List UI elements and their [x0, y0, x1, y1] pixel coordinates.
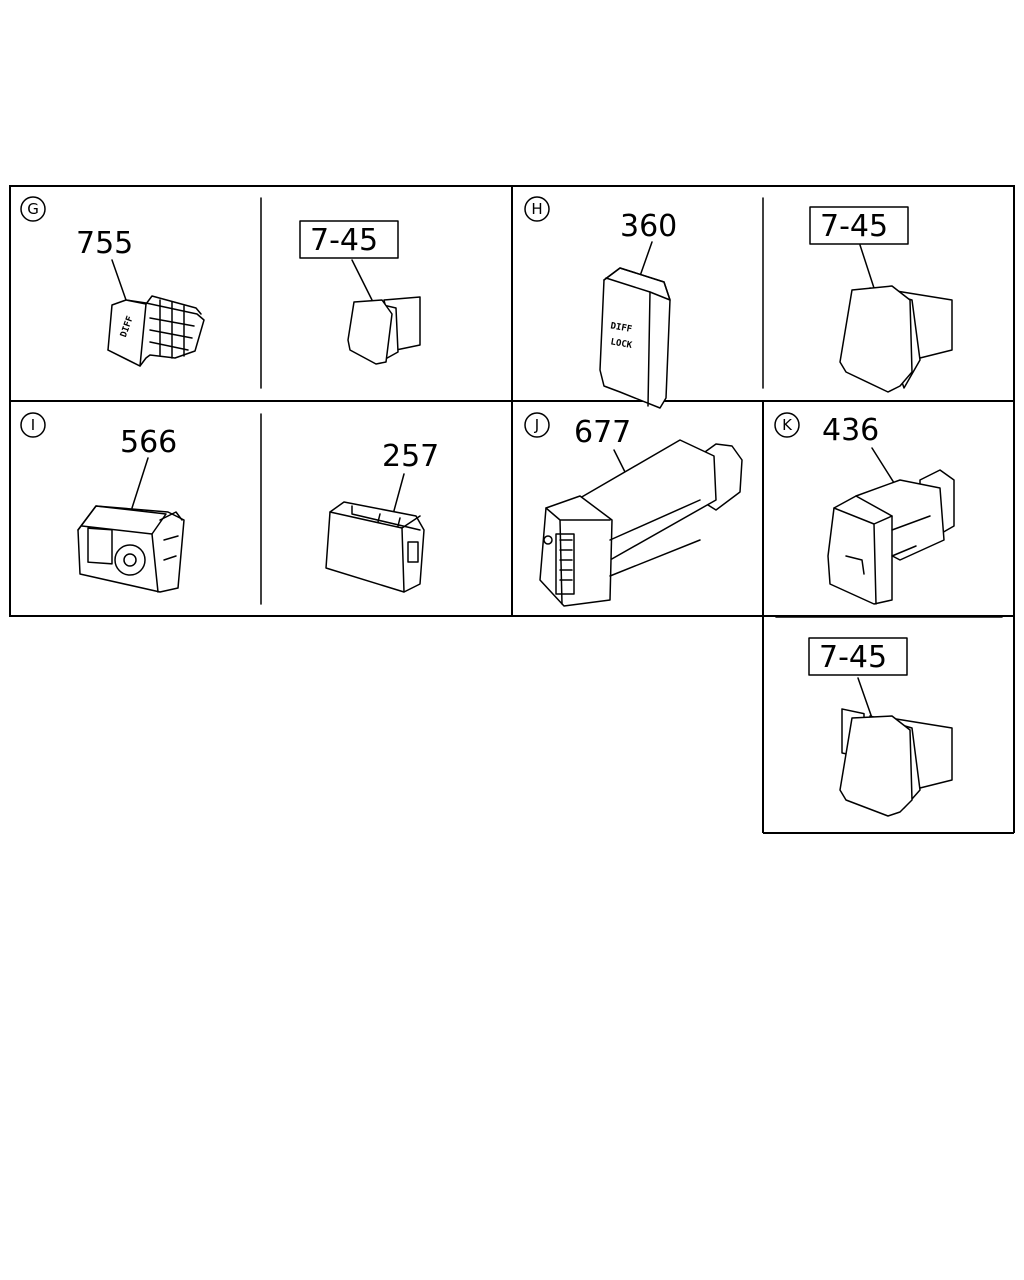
section-letter-i: I [31, 416, 35, 434]
switch-360-text-2: LOCK [610, 337, 634, 351]
section-marker-i [20, 412, 46, 438]
switch-257-drawing [325, 501, 425, 593]
section-marker-h [524, 196, 550, 222]
section-marker-k [774, 412, 800, 438]
part-number-360: 360 [620, 209, 677, 244]
part-number-566: 566 [120, 425, 177, 460]
switch-677-drawing [539, 439, 743, 607]
ref-label-k: 7-45 [819, 640, 887, 675]
button-cap-h-drawing [839, 285, 953, 393]
section-g: G 755 DIFF 7-45 [20, 196, 421, 367]
section-marker-g [20, 196, 46, 222]
ref-box-g [299, 220, 399, 259]
part-number-755: 755 [76, 226, 133, 261]
button-cap-g-drawing [347, 296, 421, 365]
section-letter-h: H [531, 200, 542, 218]
switch-566-drawing [77, 505, 185, 593]
switch-360-text-1: DIFF [610, 321, 633, 335]
section-h: H 360 DIFF LOCK 7-45 [524, 196, 953, 409]
ref-label-h: 7-45 [820, 209, 888, 244]
ref-box-k [808, 637, 908, 676]
part-number-257: 257 [382, 439, 439, 474]
section-letter-k: K [782, 416, 793, 434]
ref-box-h [809, 206, 909, 245]
section-j: J 677 [524, 412, 743, 607]
section-k: K 436 7-45 [774, 412, 955, 817]
diagram-frame [9, 185, 1015, 834]
ref-label-g: 7-45 [310, 223, 378, 258]
section-i: I 566 257 [20, 412, 439, 593]
section-letter-j: J [534, 416, 539, 434]
button-cap-k-drawing [839, 715, 953, 817]
part-number-436: 436 [822, 413, 879, 448]
switch-755-drawing: DIFF [107, 295, 205, 367]
switch-360-drawing: DIFF LOCK [599, 267, 671, 409]
switch-436-drawing [827, 469, 955, 759]
section-marker-j [524, 412, 550, 438]
part-number-677: 677 [574, 415, 631, 450]
section-letter-g: G [27, 200, 39, 218]
